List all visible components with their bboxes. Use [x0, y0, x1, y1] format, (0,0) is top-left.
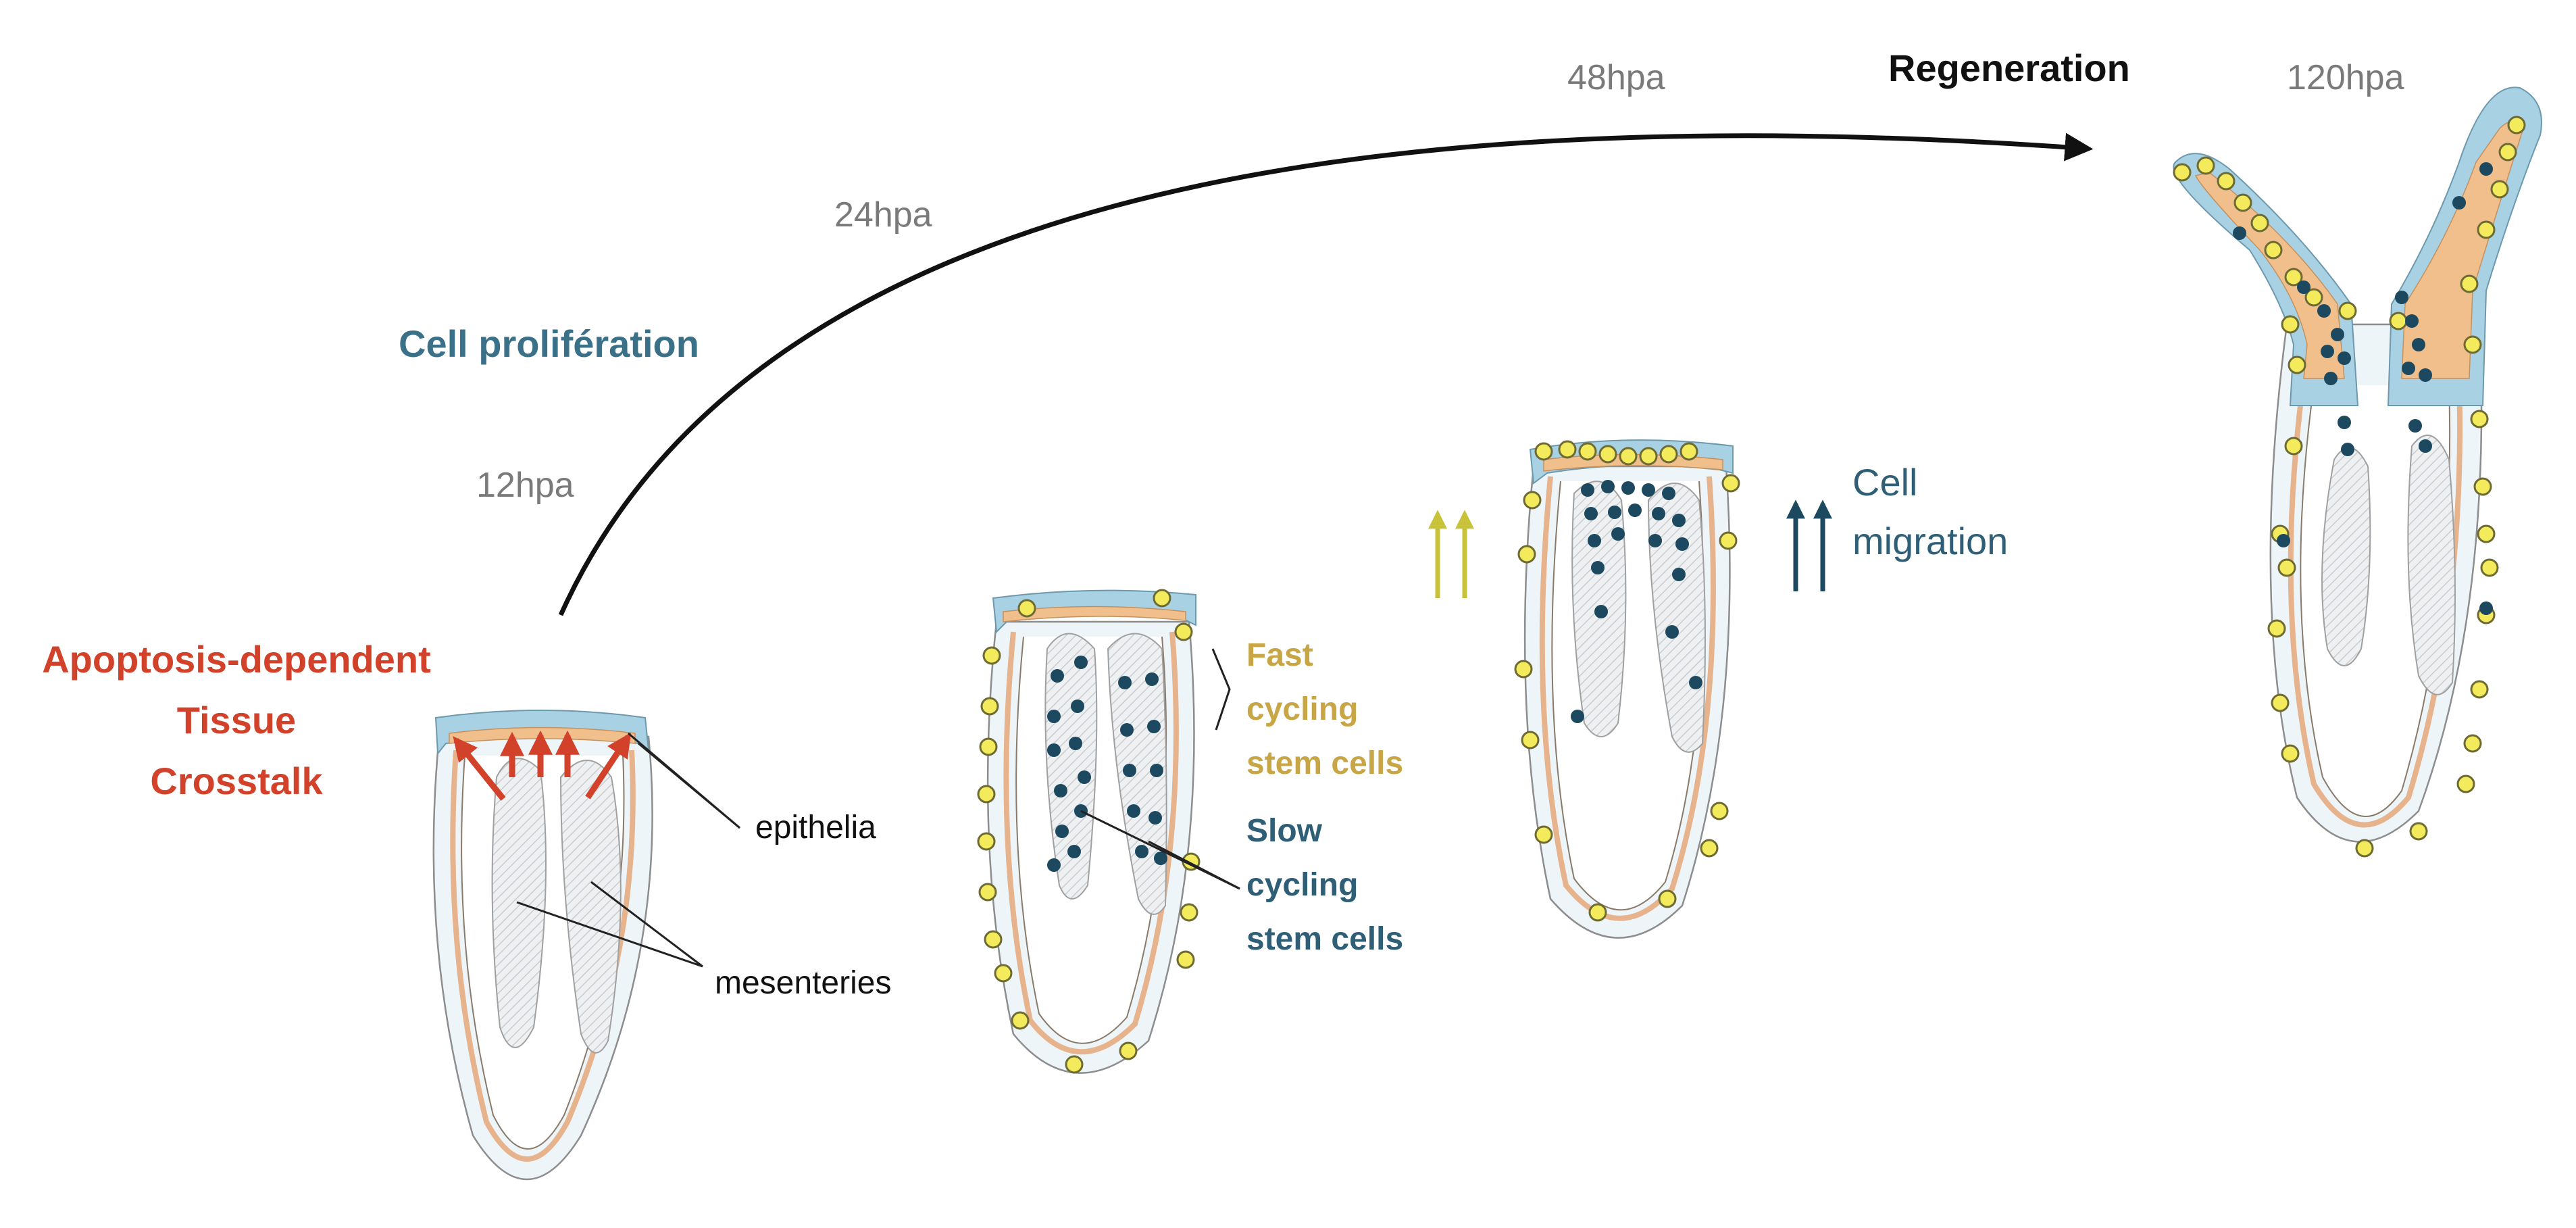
timeline-arc — [558, 132, 2094, 616]
mesenteries-leader-2 — [590, 881, 703, 968]
polyp-stage-48hpa — [1523, 439, 1734, 939]
label-48hpa: 48hpa — [1567, 58, 1665, 97]
label-apoptosis-line1: Apoptosis-dependent — [42, 638, 431, 681]
slow-cycling-cells-24hpa — [1047, 656, 1167, 872]
label-cell-proliferation: Cell prolifération — [399, 322, 699, 365]
label-slow-line2: cycling — [1246, 867, 1358, 903]
label-mesenteries: mesenteries — [715, 965, 891, 1001]
label-24hpa: 24hpa — [834, 195, 932, 235]
fast-cycling-cells-120hpa — [2173, 116, 2526, 858]
epithelia-leader-2 — [638, 742, 740, 829]
fast-cycling-cells-24hpa — [977, 589, 1201, 1074]
label-epithelia: epithelia — [755, 810, 876, 845]
label-fast-line3: stem cells — [1246, 745, 1403, 781]
label-regeneration: Regeneration — [1888, 47, 2130, 89]
label-migration-line2: migration — [1852, 520, 2008, 562]
apoptosis-arrow-left — [453, 736, 506, 801]
label-fast-line1: Fast — [1246, 637, 1313, 673]
label-120hpa: 120hpa — [2287, 58, 2404, 97]
polyp-stage-12hpa — [432, 710, 653, 1181]
label-slow-line1: Slow — [1246, 813, 1323, 849]
polyp-stage-120hpa — [2173, 87, 2542, 843]
mesenteries-leader-1 — [516, 901, 703, 968]
polyp-stage-24hpa — [986, 589, 1196, 1074]
label-fast-line2: cycling — [1246, 691, 1358, 727]
label-apoptosis-line2: Tissue — [177, 699, 296, 741]
label-migration-line1: Cell — [1852, 461, 1917, 504]
label-slow-line3: stem cells — [1246, 921, 1403, 957]
label-12hpa: 12hpa — [476, 466, 574, 505]
slow-cycling-cells-48hpa — [1571, 480, 1702, 723]
slow-cycling-cells-120hpa — [2233, 162, 2493, 615]
fast-cycling-bracket — [1211, 648, 1231, 731]
slow-cycling-leader-2 — [1148, 840, 1240, 890]
label-apoptosis-line3: Crosstalk — [150, 760, 323, 802]
apoptosis-arrow-right — [585, 733, 631, 800]
fast-cycling-cells-48hpa — [1514, 440, 1740, 922]
